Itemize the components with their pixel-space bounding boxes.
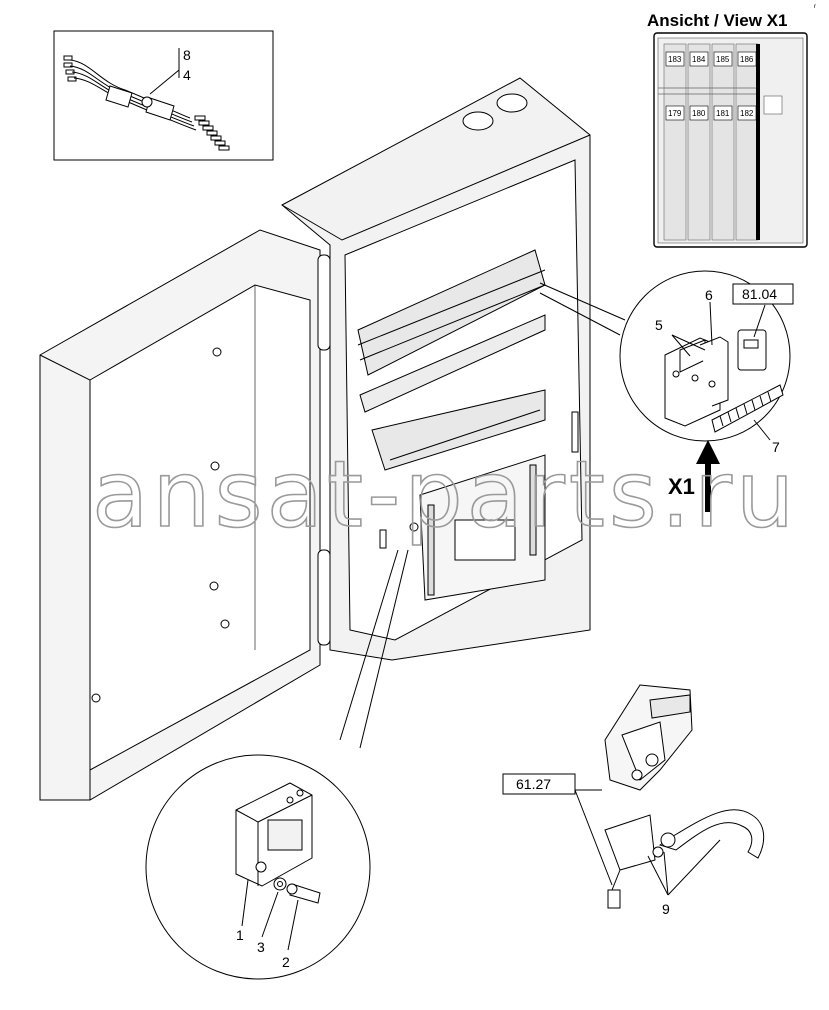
door-hinges [317,254,331,646]
callout-6: 6 [705,287,713,303]
cable-gland-hole [462,111,494,131]
x1-label: X1 [668,474,695,499]
cable-gland-hole [496,93,528,113]
reference-box-61-27 [502,773,576,795]
callout-1: 1 [236,927,244,943]
card-holder-leaders [241,879,299,951]
terminal-block-drawing [664,329,767,427]
callout-9: 9 [662,901,670,917]
cabinet-body [281,77,591,661]
reference-81-04: 81.04 [742,286,777,302]
card-holder-drawing [235,782,321,904]
module-181: 181 [716,109,730,118]
module-180: 180 [692,109,706,118]
terminal-rail-upper [357,249,546,413]
cable-harness-drawing [63,55,230,151]
view-x1-arrow [696,440,720,512]
watermark: ansat-parts.ru [92,441,798,548]
leader-lines [339,282,626,749]
cabinet-door [39,229,331,801]
callout-8: 8 [183,47,191,63]
cable-harness-inset: 8 4 [53,30,274,161]
door-bolts [91,347,230,703]
reference-61-27: 61.27 [516,776,551,792]
detail-leaders [671,301,771,441]
terminal-rail-lower [371,389,546,471]
view-x1-inset: Ansicht / View X1 183 184 185 186 [647,11,808,248]
callout-4: 4 [183,67,191,83]
cable-end-terminals [63,55,230,151]
module-183: 183 [668,55,682,64]
callout-7: 7 [772,439,780,455]
bracket-leaders [574,789,721,896]
callout-2: 2 [282,954,290,970]
view-x1-title: Ansicht / View X1 [647,11,787,30]
reference-box-81-04 [732,283,794,305]
module-179: 179 [668,109,682,118]
module-182: 182 [740,109,754,118]
marker-strip [711,384,784,433]
terminal-detail-circle [619,270,791,442]
mounting-plate [419,454,546,601]
module-184: 184 [692,55,706,64]
hose-bracket-assembly [604,684,765,909]
module-185: 185 [716,55,730,64]
card-holder-detail-circle [145,754,371,980]
view-x1-module-labels-top: 183 184 185 186 [665,51,757,67]
module-186: 186 [740,55,754,64]
view-x1-module-columns [663,43,759,241]
corner-mark: r [814,4,816,10]
callout-3: 3 [257,939,265,955]
callout-5: 5 [655,317,663,333]
view-x1-module-labels-bottom: 179 180 181 182 [665,105,757,121]
